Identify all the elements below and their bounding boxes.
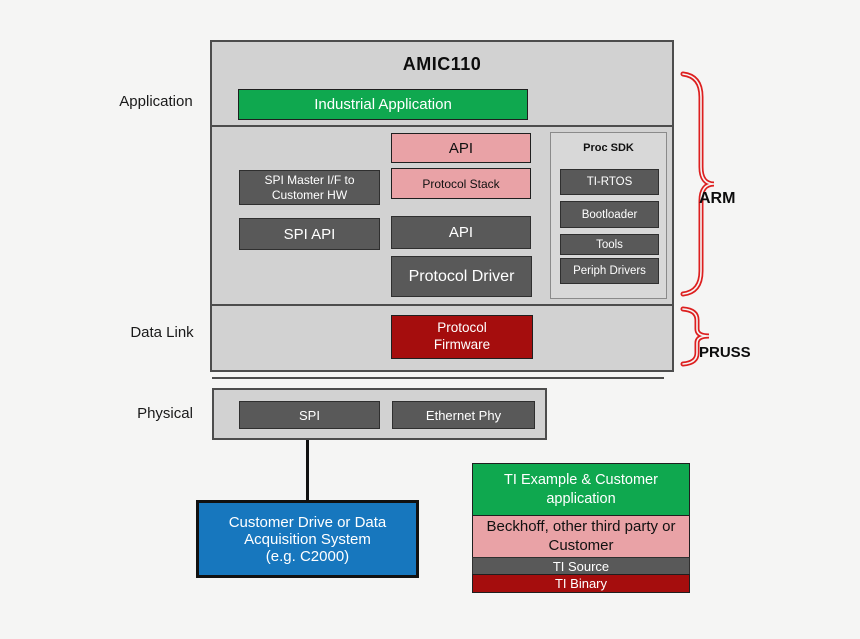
layer-label-application: Application: [119, 93, 193, 110]
amic110-block: AMIC110 Industrial Application API Proto…: [210, 40, 674, 372]
spi-master-if-label: SPI Master I/F to Customer HW: [264, 172, 355, 202]
customer-system-line3: (e.g. C2000): [265, 547, 350, 565]
legend-item-beckhoff-label: Beckhoff, other third party or Customer: [486, 517, 676, 554]
legend-item-ti-source: TI Source: [472, 557, 690, 575]
proc-sdk-title: Proc SDK: [583, 142, 634, 154]
application-divider: [212, 125, 672, 127]
proc-sdk-item-periph-drivers: Periph Drivers: [560, 258, 659, 284]
protocol-firmware-block: Protocol Firmware: [391, 315, 533, 359]
protocol-stack-block: Protocol Stack: [391, 168, 531, 199]
spi-api-block: SPI API: [239, 218, 380, 250]
api-lower-block: API: [391, 216, 531, 249]
amic110-title: AMIC110: [402, 53, 482, 74]
customer-system-line1: Customer Drive or Data: [228, 513, 387, 531]
layer-label-physical: Physical: [137, 405, 193, 422]
pruss-label: PRUSS: [699, 344, 751, 361]
proc-sdk-item-bootloader: Bootloader: [560, 201, 659, 228]
legend-item-ti-example: TI Example & Customer application: [472, 463, 690, 516]
legend: TI Example & Customer application Beckho…: [472, 463, 690, 593]
arm-brace: [680, 71, 715, 297]
spi-block: SPI: [239, 401, 380, 429]
legend-item-ti-example-label: TI Example & Customer application: [504, 472, 658, 507]
layer-label-data-link: Data Link: [130, 324, 194, 341]
legend-item-ti-binary: TI Binary: [472, 574, 690, 593]
ethernet-phy-block: Ethernet Phy: [392, 401, 535, 429]
datalink-divider: [212, 304, 672, 306]
arm-label: ARM: [699, 190, 736, 207]
connector-line: [306, 440, 309, 501]
proc-sdk-item-tools: Tools: [560, 234, 659, 255]
industrial-application-block: Industrial Application: [238, 89, 528, 120]
physical-block: SPI Ethernet Phy: [212, 388, 547, 440]
spi-master-if-block: SPI Master I/F to Customer HW: [239, 170, 380, 205]
api-upper-block: API: [391, 133, 531, 163]
protocol-firmware-label: Protocol Firmware: [433, 320, 491, 352]
proc-sdk-item-ti-rtos: TI-RTOS: [560, 169, 659, 195]
protocol-driver-block: Protocol Driver: [391, 256, 532, 297]
customer-system-block: Customer Drive or Data Acquisition Syste…: [196, 500, 419, 578]
proc-sdk-panel: Proc SDK TI-RTOS Bootloader Tools Periph…: [550, 132, 667, 299]
base-line: [212, 377, 664, 379]
customer-system-line2: Acquisition System: [244, 530, 371, 548]
pruss-brace: [680, 306, 710, 367]
legend-item-beckhoff: Beckhoff, other third party or Customer: [472, 515, 690, 558]
